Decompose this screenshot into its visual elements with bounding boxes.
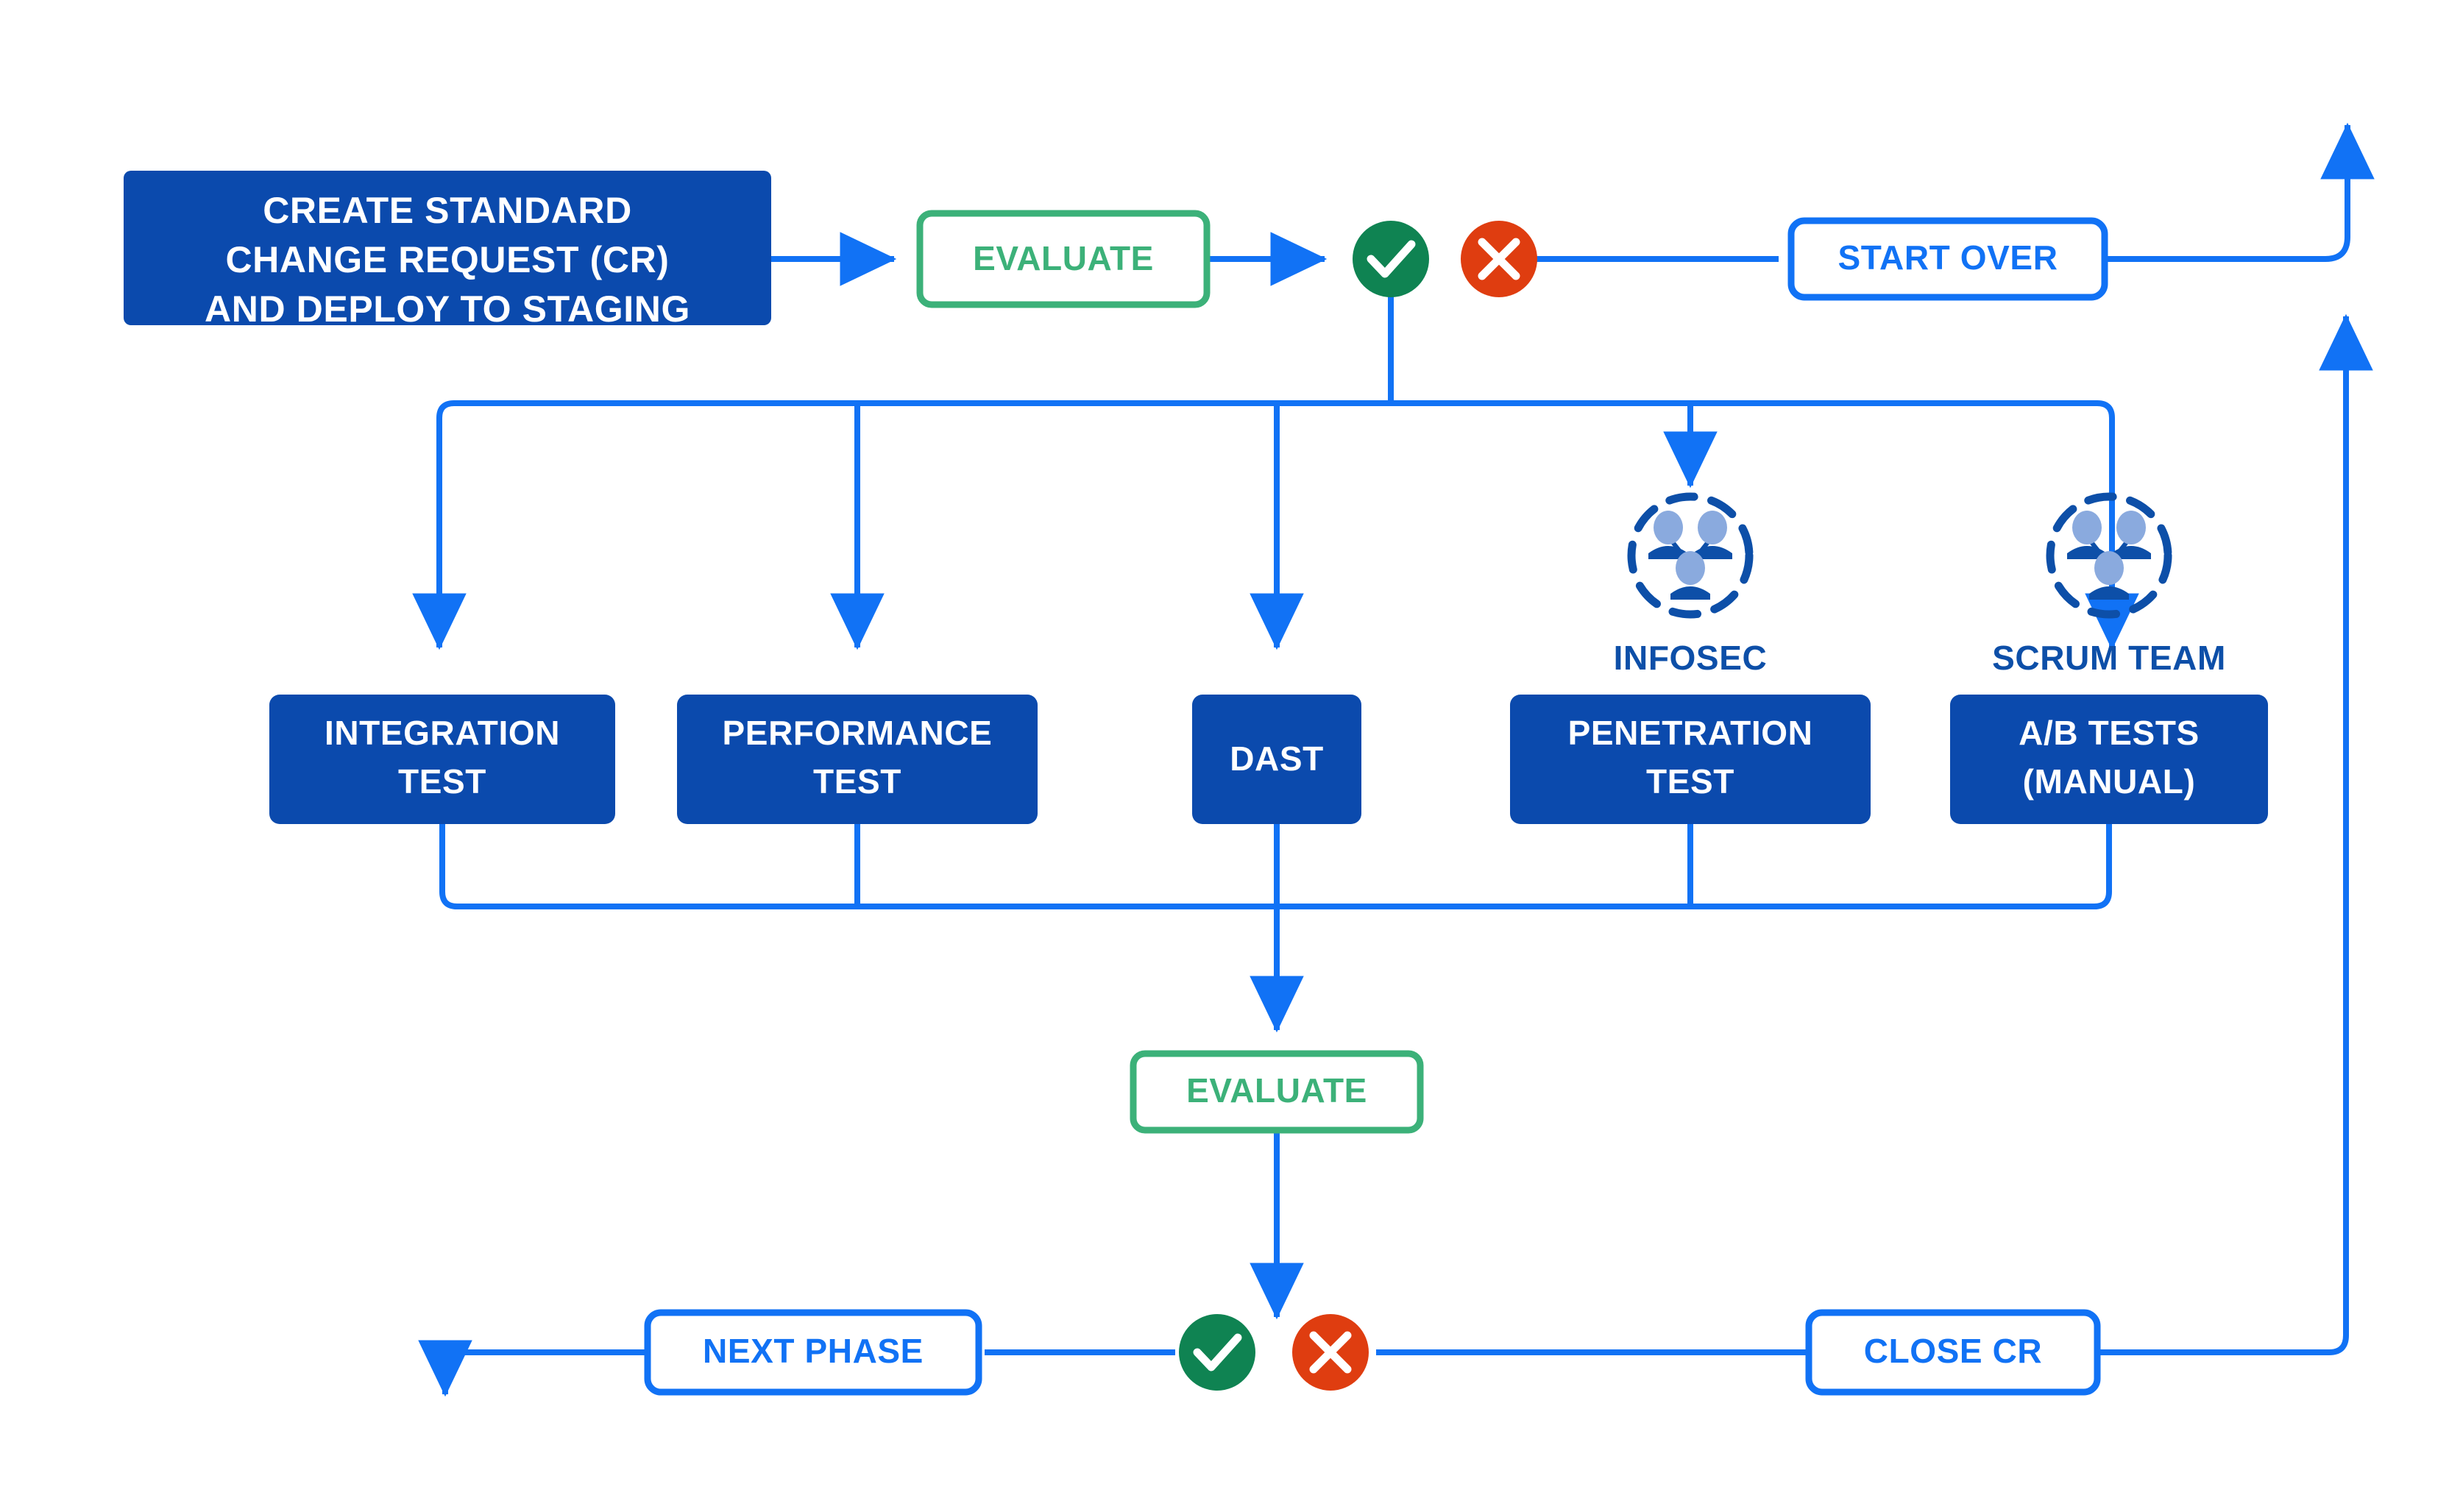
person-head xyxy=(2072,511,2102,544)
check-glyph xyxy=(1193,1333,1242,1371)
node-integration-test-line-2: TEST xyxy=(398,762,486,801)
person-head xyxy=(1698,511,1727,544)
actor-scrum-team[interactable]: SCRUM TEAM xyxy=(1992,492,2226,677)
gate-top-fail[interactable] xyxy=(1461,221,1537,297)
person-head xyxy=(2094,551,2124,585)
gate-top-pass[interactable] xyxy=(1353,221,1429,297)
person-head xyxy=(1654,511,1683,544)
node-create-cr-line-2: CHANGE REQUEST (CR) xyxy=(225,239,669,280)
process-node-group: CREATE STANDARD CHANGE REQUEST (CR) AND … xyxy=(124,171,2268,824)
node-evaluate-bottom[interactable] xyxy=(1130,1050,1424,1134)
node-start-over[interactable] xyxy=(1787,217,2108,301)
gate-bottom-pass[interactable] xyxy=(1179,1314,1255,1391)
node-ab-tests[interactable] xyxy=(1950,695,2268,824)
edge-bus-to-scrum-team xyxy=(2085,400,2139,650)
dashed-ring-icon xyxy=(2046,492,2172,619)
person-shoulders xyxy=(2111,546,2151,559)
cross-glyph xyxy=(1478,238,1520,280)
node-performance-test[interactable] xyxy=(677,695,1038,824)
gate-bottom-fail[interactable] xyxy=(1292,1314,1369,1391)
outcome-node-group: START OVER NEXT PHASE CLOSE CR xyxy=(644,217,2108,1396)
node-next-phase[interactable] xyxy=(644,1309,982,1396)
edge-close-cr-return xyxy=(2095,313,2373,1355)
connector-group xyxy=(412,122,2375,1397)
person-shoulders xyxy=(1693,546,1732,559)
node-evaluate-top[interactable] xyxy=(916,210,1211,308)
node-performance-test-line-2: TEST xyxy=(813,762,901,801)
person-shoulders xyxy=(2089,586,2129,600)
node-penetration-test-line-1: PENETRATION xyxy=(1568,714,1813,752)
check-circle-icon xyxy=(1179,1314,1255,1391)
node-integration-test-line-1: INTEGRATION xyxy=(325,714,560,752)
edge-start-over-return xyxy=(2096,122,2375,262)
node-performance-test-line-1: PERFORMANCE xyxy=(723,714,993,752)
actor-scrum-team-label: SCRUM TEAM xyxy=(1992,639,2226,677)
node-start-over-label: START OVER xyxy=(1837,238,2058,277)
node-ab-tests-line-2: (MANUAL) xyxy=(2023,762,2196,801)
node-penetration-test-line-2: TEST xyxy=(1646,762,1734,801)
node-dast-label: DAST xyxy=(1230,739,1324,778)
edge-next-phase-exit xyxy=(418,1340,656,1397)
check-circle-icon xyxy=(1353,221,1429,297)
node-ab-tests-line-1: A/B TESTS xyxy=(2019,714,2200,752)
node-create-cr-line-3: AND DEPLOY TO STAGING xyxy=(205,288,690,330)
node-create-cr-line-1: CREATE STANDARD xyxy=(263,190,632,231)
node-create-cr[interactable] xyxy=(124,171,771,325)
person-head xyxy=(1676,551,1705,585)
person-head xyxy=(2116,511,2146,544)
node-integration-test[interactable] xyxy=(269,695,615,824)
check-glyph xyxy=(1367,240,1416,278)
node-dast[interactable] xyxy=(1192,695,1361,824)
actor-infosec-label: INFOSEC xyxy=(1614,639,1768,677)
node-next-phase-label: NEXT PHASE xyxy=(703,1332,924,1370)
edge-bus-to-integration-test xyxy=(412,400,467,650)
person-shoulders xyxy=(1648,546,1688,559)
person-shoulders xyxy=(2067,546,2107,559)
cross-glyph xyxy=(1309,1331,1352,1374)
node-close-cr-label: CLOSE CR xyxy=(1864,1332,2042,1370)
node-penetration-test[interactable] xyxy=(1510,695,1871,824)
node-evaluate-bottom-label: EVALUATE xyxy=(1186,1071,1367,1110)
actor-infosec[interactable]: INFOSEC xyxy=(1614,492,1768,677)
node-evaluate-top-label: EVALUATE xyxy=(973,239,1154,277)
edge-ab-tests-to-bus xyxy=(2094,824,2112,909)
dashed-ring-icon xyxy=(1627,492,1754,619)
person-shoulders xyxy=(1670,586,1710,600)
collection-bus xyxy=(439,824,2094,909)
decision-node-group: EVALUATE EVALUATE xyxy=(916,210,1424,1134)
node-close-cr[interactable] xyxy=(1805,1309,2101,1396)
